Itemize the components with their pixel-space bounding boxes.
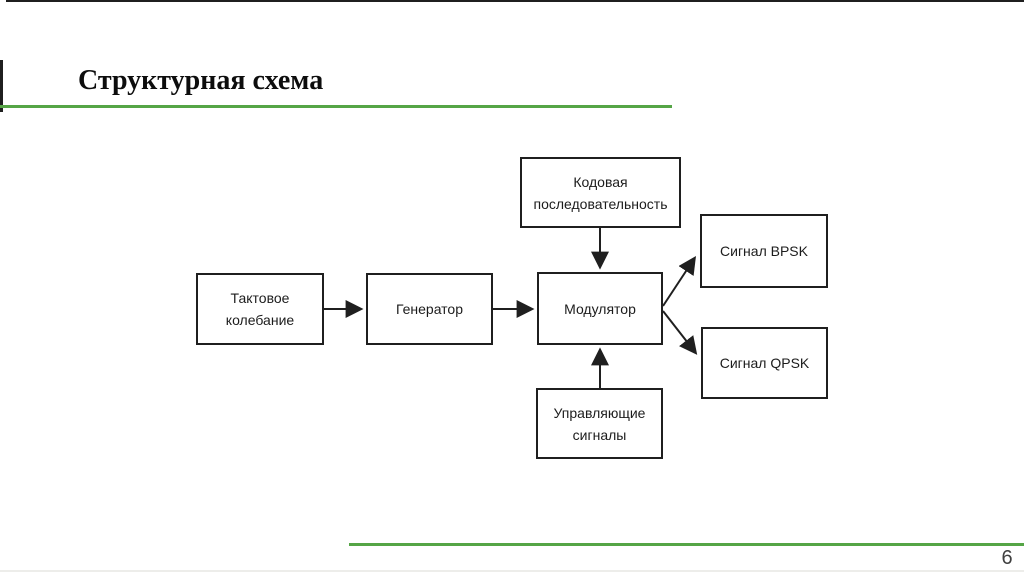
node-generator-label: Генератор <box>395 301 464 317</box>
node-generator: Генератор <box>366 273 493 345</box>
node-signal-qpsk-label: Сигнал QPSK <box>719 355 810 371</box>
page-number: 6 <box>1001 547 1013 569</box>
left-frame-line <box>0 60 3 112</box>
bottom-frame-line <box>0 570 1024 572</box>
footer-accent-line <box>349 543 1024 546</box>
node-code-sequence-label: Кодовая последовательность <box>533 173 668 212</box>
node-control-signals: Управляющие сигналы <box>536 388 663 459</box>
edge-modulator-qpsk <box>662 310 698 355</box>
node-signal-qpsk: Сигнал QPSK <box>701 327 828 399</box>
node-signal-bpsk-label: Сигнал BPSK <box>720 243 808 259</box>
node-control-signals-label: Управляющие сигналы <box>553 404 646 443</box>
slide-title: Структурная схема <box>78 65 324 96</box>
title-underline <box>0 105 672 108</box>
edge-modulator-bpsk <box>662 255 696 307</box>
node-clock-label: Тактовое колебание <box>225 290 295 328</box>
node-signal-bpsk: Сигнал BPSK <box>700 214 828 288</box>
node-modulator-label: Модулятор <box>564 300 636 317</box>
node-modulator: Модулятор <box>537 272 663 345</box>
node-clock: Тактовое колебание <box>196 273 324 345</box>
top-frame-line <box>6 0 1024 2</box>
node-code-sequence: Кодовая последовательность <box>520 157 681 228</box>
